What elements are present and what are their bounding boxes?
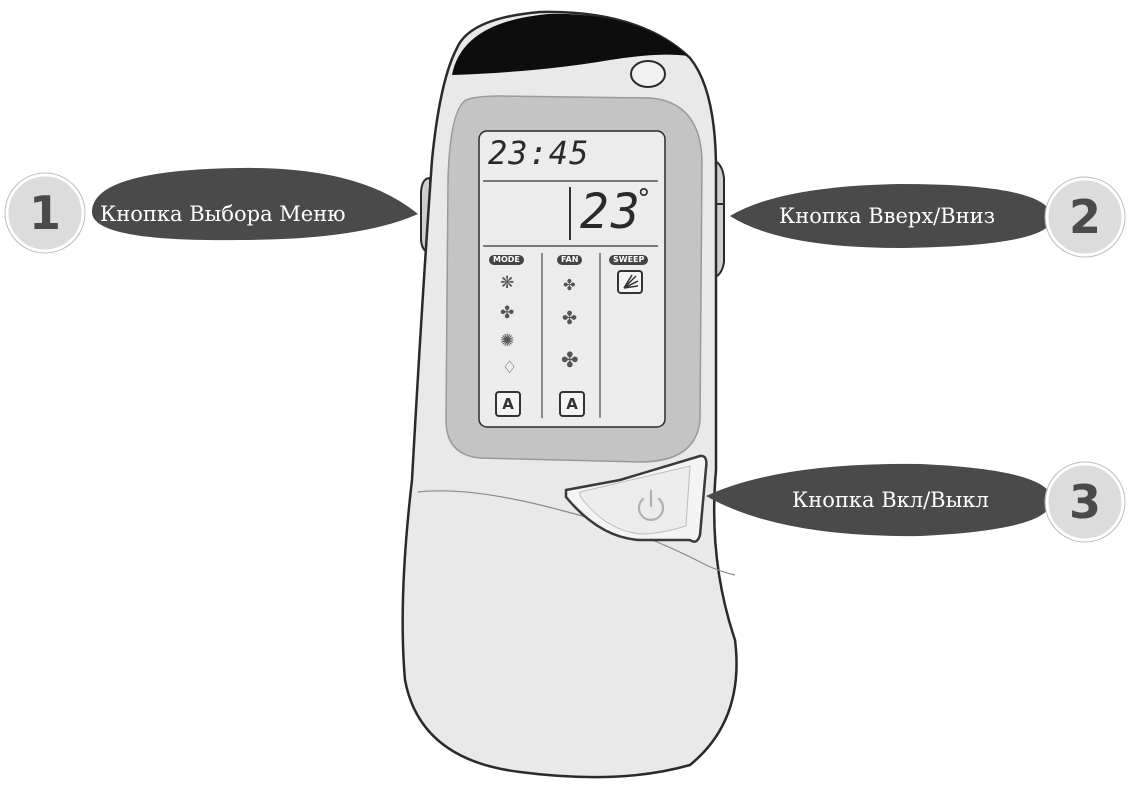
fan-mid-icon: ✤ <box>562 310 577 328</box>
fan-high-icon: ✤ <box>561 350 579 371</box>
callout-1-number: 1 <box>10 190 80 236</box>
callout-3-text: Кнопка Вкл/Выкл <box>792 490 989 511</box>
drop-icon: ♢ <box>502 360 517 377</box>
mode-auto-icon: A <box>495 391 521 417</box>
mode-label: MODE <box>489 255 524 265</box>
lcd-degree: ° <box>636 186 652 212</box>
fan-low-icon: ✤ <box>563 278 576 293</box>
ir-emitter <box>631 61 665 87</box>
sun-icon: ✺ <box>500 333 514 350</box>
lcd-temperature: 23 <box>580 188 642 236</box>
fan-label: FAN <box>557 255 582 265</box>
sweep-label: SWEEP <box>609 255 648 265</box>
callout-2-number: 2 <box>1050 194 1120 240</box>
callout-3-number: 3 <box>1050 479 1120 525</box>
fan-icon: ✤ <box>500 305 514 322</box>
callout-1-text: Кнопка Выбора Меню <box>100 204 346 225</box>
callout-2-text: Кнопка Вверх/Вниз <box>779 206 995 227</box>
fan-auto-icon: A <box>559 391 585 417</box>
lcd-clock: 23:45 <box>488 137 589 169</box>
snowflake-icon: ❋ <box>500 275 514 292</box>
